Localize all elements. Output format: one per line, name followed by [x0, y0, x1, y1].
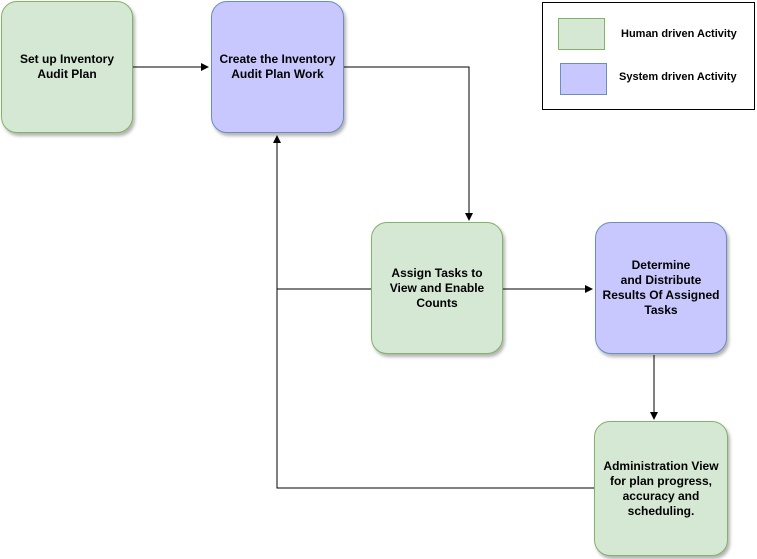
connector-admin-to-create [276, 289, 594, 489]
node-label: Administration View for plan progress, a… [603, 458, 719, 518]
legend-swatch-human [558, 18, 605, 50]
legend: Human driven Activity System driven Acti… [542, 2, 755, 110]
node-label: Set up Inventory Audit Plan [19, 52, 114, 81]
node-create-inventory-audit-plan-work[interactable]: Create the Inventory Audit Plan Work [211, 1, 344, 133]
connector-create-to-assign [344, 66, 473, 221]
connector-assign-to-create [273, 135, 371, 290]
node-label: Create the Inventory Audit Plan Work [219, 52, 336, 81]
node-label: Determine and Distribute Results Of Assi… [602, 258, 720, 317]
node-assign-tasks[interactable]: Assign Tasks to View and Enable Counts [371, 222, 503, 354]
node-label: Assign Tasks to View and Enable Counts [389, 265, 485, 310]
legend-label-human: Human driven Activity [621, 28, 737, 40]
legend-swatch-system [560, 63, 607, 95]
node-setup-inventory-audit-plan[interactable]: Set up Inventory Audit Plan [1, 1, 133, 133]
node-determine-distribute-results[interactable]: Determine and Distribute Results Of Assi… [595, 222, 727, 354]
legend-label-system: System driven Activity [619, 71, 737, 83]
node-administration-view[interactable]: Administration View for plan progress, a… [594, 421, 728, 556]
